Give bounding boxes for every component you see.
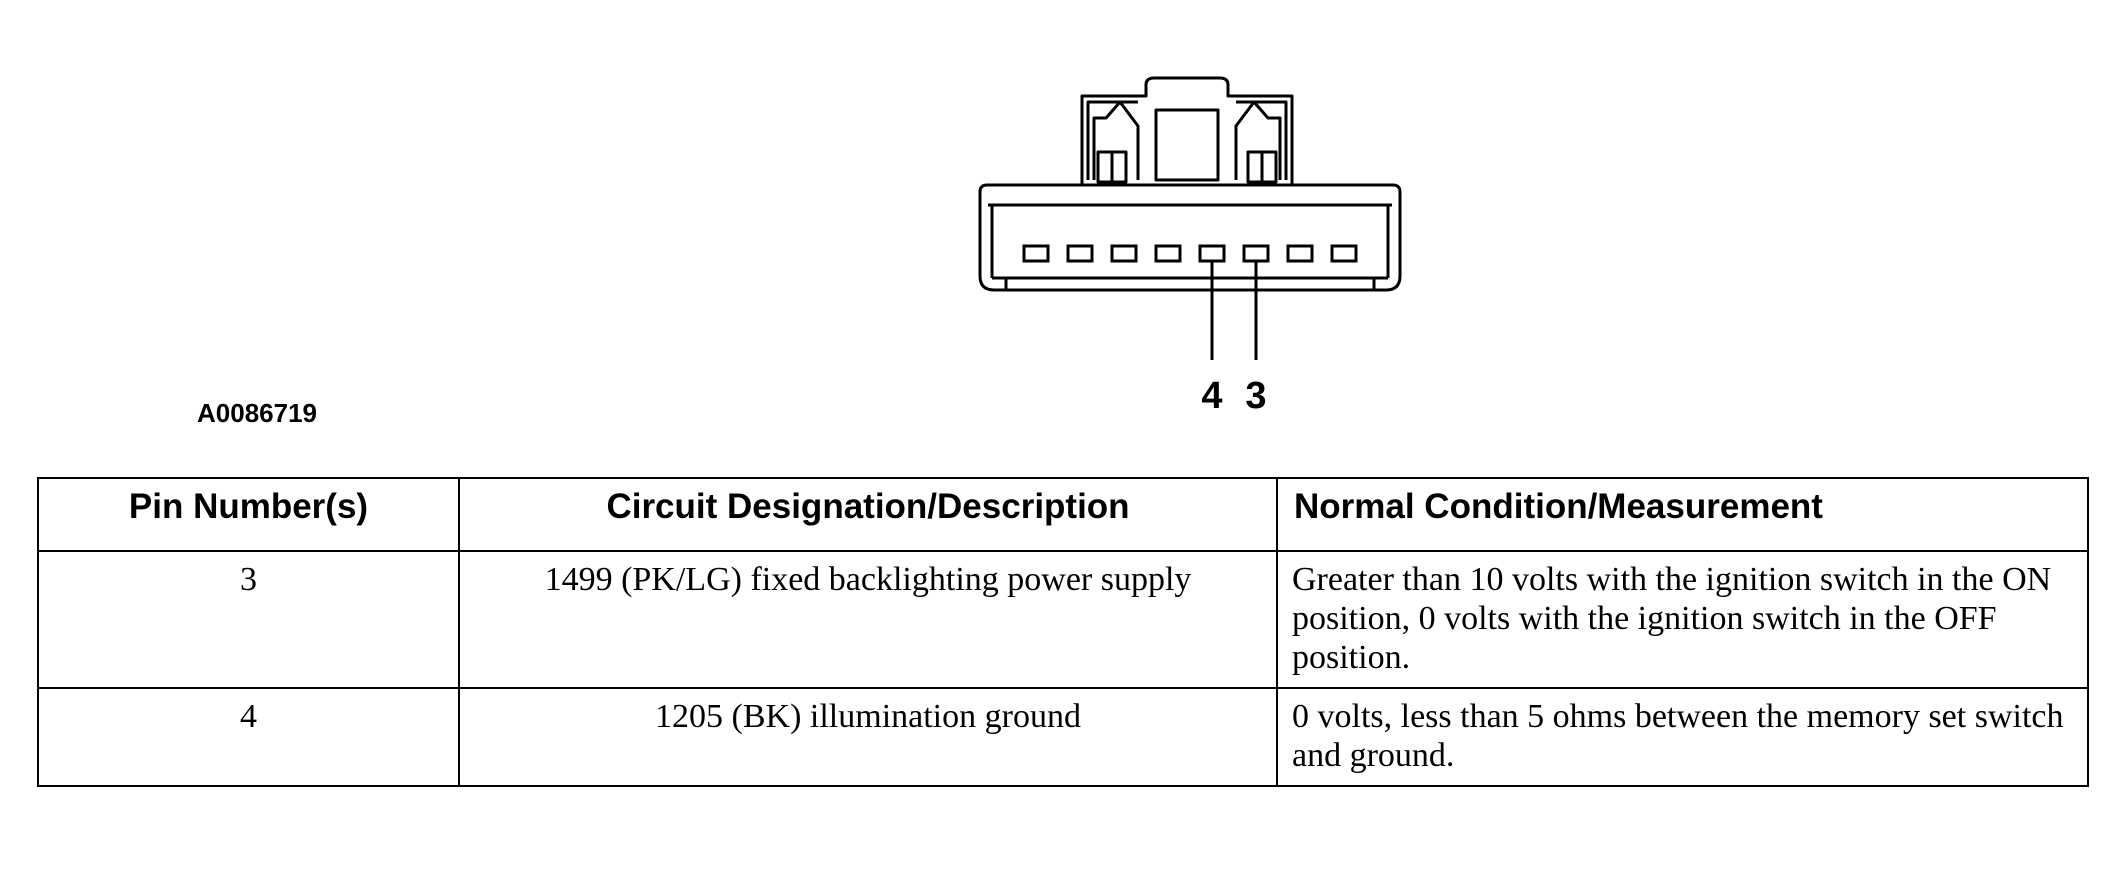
- connector-diagram: 4 3: [978, 76, 1402, 417]
- pin-cavity: [1022, 244, 1050, 263]
- cell-condition: 0 volts, less than 5 ohms between the me…: [1276, 687, 2089, 787]
- table-row: 3 1499 (PK/LG) fixed backlighting power …: [37, 550, 2089, 689]
- pin-cavity: [1198, 244, 1226, 263]
- cell-pin: 3: [37, 550, 460, 689]
- cell-condition: Greater than 10 volts with the ignition …: [1276, 550, 2089, 689]
- connector-latch-left-ramp: [1092, 101, 1140, 180]
- pin-3-label: 3: [1245, 375, 1266, 417]
- cell-pin: 4: [37, 687, 460, 787]
- figure-id: A0086719: [197, 398, 317, 428]
- pin-table: Pin Number(s) Circuit Designation/Descri…: [37, 477, 2089, 787]
- connector-top-housing: [1080, 76, 1294, 185]
- header-condition: Normal Condition/Measurement: [1276, 477, 2089, 552]
- pin-cavity: [1066, 244, 1094, 263]
- pin-cavity: [1286, 244, 1314, 263]
- pin-cavity: [1242, 244, 1270, 263]
- connector-body: [978, 183, 1402, 292]
- connector-top-inner: [1086, 100, 1288, 180]
- header-circuit: Circuit Designation/Description: [458, 477, 1278, 552]
- pin-cavities: [1022, 244, 1358, 263]
- cell-circuit: 1499 (PK/LG) fixed backlighting power su…: [458, 550, 1278, 689]
- header-pin-number: Pin Number(s): [37, 477, 460, 552]
- pin-cavity: [1330, 244, 1358, 263]
- table-header-row: Pin Number(s) Circuit Designation/Descri…: [37, 477, 2089, 552]
- cell-circuit: 1205 (BK) illumination ground: [458, 687, 1278, 787]
- table-row: 4 1205 (BK) illumination ground 0 volts,…: [37, 687, 2089, 787]
- connector-latch-right-ramp: [1234, 101, 1282, 180]
- pin-cavity: [1110, 244, 1138, 263]
- pin-cavity: [1154, 244, 1182, 263]
- connector-center-latch: [1154, 108, 1220, 182]
- pin-4-label: 4: [1201, 375, 1222, 417]
